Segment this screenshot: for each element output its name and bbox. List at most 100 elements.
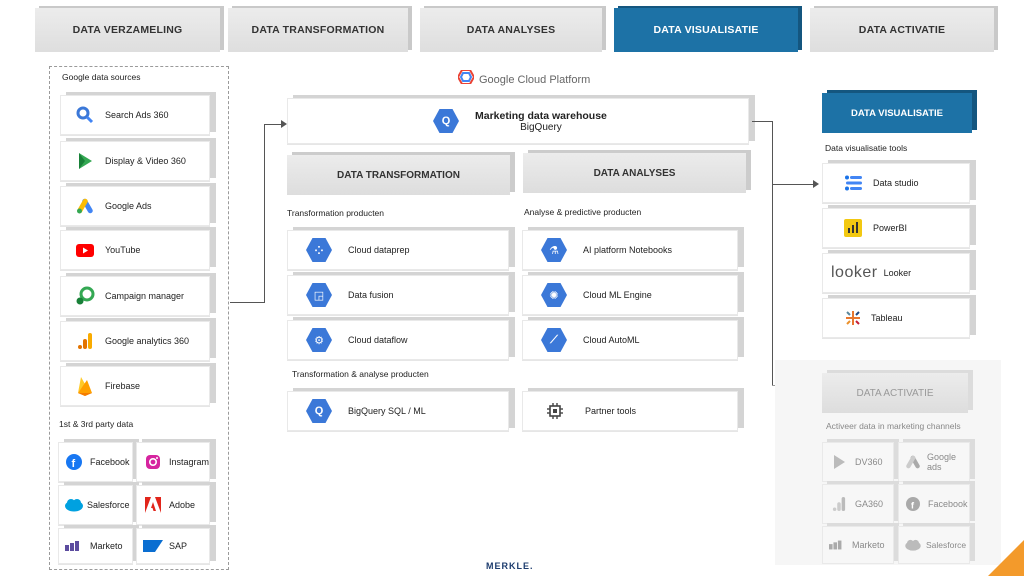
- connector-to-visualisatie: [772, 184, 814, 185]
- source-adobe[interactable]: Adobe: [136, 485, 210, 525]
- tool-bigquery-sql-ml[interactable]: Q BigQuery SQL / ML: [287, 391, 509, 431]
- tool-data-fusion[interactable]: ◲ Data fusion: [287, 275, 509, 315]
- sap-icon: [143, 536, 163, 556]
- facebook-icon: f: [64, 452, 84, 472]
- svg-text:f: f: [72, 458, 76, 470]
- channel-marketo[interactable]: Marketo: [822, 526, 894, 564]
- source-label: SAP: [169, 541, 188, 551]
- channel-salesforce[interactable]: Salesforce: [898, 526, 970, 564]
- channel-label: Google ads: [927, 452, 957, 472]
- source-marketo[interactable]: Marketo: [58, 528, 133, 564]
- warehouse-card[interactable]: Q Marketing data warehouse BigQuery: [287, 98, 749, 144]
- source-label: Campaign manager: [105, 291, 185, 301]
- source-youtube[interactable]: YouTube: [60, 230, 210, 270]
- tool-powerbi[interactable]: PowerBI: [822, 208, 970, 248]
- automl-icon: ⟋: [541, 328, 567, 352]
- source-label: Marketo: [90, 541, 123, 551]
- channel-label: DV360: [855, 457, 883, 467]
- source-sap[interactable]: SAP: [136, 528, 210, 564]
- warehouse-subtitle: BigQuery: [520, 121, 562, 133]
- google-sources-label: Google data sources: [62, 72, 141, 82]
- tab-data-analyses[interactable]: DATA ANALYSES: [420, 8, 602, 52]
- tab-data-visualisatie[interactable]: DATA VISUALISATIE: [614, 8, 798, 52]
- connector-sources-warehouse-vertical: [264, 124, 265, 303]
- analytics-icon: [829, 494, 849, 514]
- transformation-header: DATA TRANSFORMATION: [287, 155, 510, 195]
- tool-label: Cloud AutoML: [583, 335, 640, 345]
- tool-ai-platform-notebooks[interactable]: ⚗ AI platform Notebooks: [522, 230, 738, 270]
- looker-logo: looker: [831, 264, 878, 281]
- arrow-to-warehouse: [281, 120, 287, 128]
- svg-text:f: f: [911, 500, 915, 511]
- channel-label: Salesforce: [926, 540, 967, 550]
- source-label: Adobe: [169, 500, 196, 510]
- youtube-icon: [75, 240, 95, 260]
- source-google-ads[interactable]: Google Ads: [60, 186, 210, 226]
- tool-label: PowerBI: [873, 223, 908, 233]
- tool-data-studio[interactable]: Data studio: [822, 163, 970, 203]
- tab-data-verzameling[interactable]: DATA VERZAMELING: [35, 8, 220, 52]
- source-search-ads-360[interactable]: Search Ads 360: [60, 95, 210, 135]
- tool-looker[interactable]: looker Looker: [822, 253, 970, 293]
- tool-tableau[interactable]: Tableau: [822, 298, 970, 338]
- channel-facebook[interactable]: f Facebook: [898, 484, 970, 524]
- tool-label: Partner tools: [585, 406, 637, 416]
- tab-data-transformation[interactable]: DATA TRANSFORMATION: [228, 8, 408, 52]
- source-label: Search Ads 360: [105, 110, 169, 120]
- gcp-logo-text: Google Cloud Platform: [479, 73, 591, 86]
- instagram-icon: [143, 452, 163, 472]
- activatie-label: Activeer data in marketing channels: [826, 421, 961, 431]
- visualisatie-label: Data visualisatie tools: [825, 143, 908, 153]
- source-display-video-360[interactable]: Display & Video 360: [60, 141, 210, 181]
- ml-engine-icon: ✺: [541, 283, 567, 307]
- channel-ga360[interactable]: GA360: [822, 484, 894, 524]
- source-google-analytics-360[interactable]: Google analytics 360: [60, 321, 210, 361]
- tab-data-activatie[interactable]: DATA ACTIVATIE: [810, 8, 994, 52]
- search-icon: [75, 105, 95, 125]
- tool-partner-tools[interactable]: Partner tools: [522, 391, 738, 431]
- tool-label: Data fusion: [348, 290, 394, 300]
- transformation-label: Transformation producten: [287, 208, 385, 218]
- tool-cloud-ml-engine[interactable]: ✺ Cloud ML Engine: [522, 275, 738, 315]
- notebook-icon: ⚗: [541, 238, 567, 262]
- tool-cloud-dataprep[interactable]: ⁘ Cloud dataprep: [287, 230, 509, 270]
- google-ads-icon: [75, 196, 95, 216]
- channel-google-ads[interactable]: Google ads: [898, 442, 970, 482]
- bigquery-icon: Q: [306, 399, 332, 423]
- analyses-header: DATA ANALYSES: [523, 153, 746, 193]
- data-sources-panel: [49, 66, 229, 570]
- dataflow-icon: ⚙: [306, 328, 332, 352]
- source-instagram[interactable]: Instagram: [136, 442, 210, 482]
- connector-sources-warehouse: [230, 302, 264, 303]
- arrow-to-visualisatie: [813, 180, 819, 188]
- source-label: Google analytics 360: [105, 336, 190, 346]
- source-campaign-manager[interactable]: Campaign manager: [60, 276, 210, 316]
- analyses-label: Analyse & predictive producten: [524, 207, 642, 217]
- analytics-icon: [75, 331, 95, 351]
- channel-label: Facebook: [928, 499, 968, 509]
- connector-right-vertical: [772, 121, 773, 385]
- source-salesforce[interactable]: Salesforce: [58, 485, 133, 525]
- tool-label: Tableau: [871, 313, 903, 323]
- third-party-label: 1st & 3rd party data: [59, 419, 134, 429]
- chip-icon: [545, 401, 565, 421]
- source-firebase[interactable]: Firebase: [60, 366, 210, 406]
- tool-cloud-dataflow[interactable]: ⚙ Cloud dataflow: [287, 320, 509, 360]
- powerbi-icon: [843, 218, 863, 238]
- data-studio-icon: [843, 173, 863, 193]
- tool-label: AI platform Notebooks: [583, 245, 673, 255]
- tool-cloud-automl[interactable]: ⟋ Cloud AutoML: [522, 320, 738, 360]
- facebook-icon: f: [903, 494, 923, 514]
- tool-label: BigQuery SQL / ML: [348, 406, 426, 416]
- tool-label: Cloud ML Engine: [583, 290, 652, 300]
- merkle-logo: MERKLE.: [486, 561, 534, 571]
- dataprep-icon: ⁘: [306, 238, 332, 262]
- warehouse-text: Marketing data warehouse BigQuery: [475, 110, 607, 133]
- salesforce-icon: [64, 495, 84, 515]
- tool-label: Cloud dataflow: [348, 335, 408, 345]
- channel-dv360[interactable]: DV360: [822, 442, 894, 482]
- source-label: Salesforce: [87, 500, 130, 510]
- source-label: Instagram: [169, 457, 210, 467]
- connector-sources-warehouse-top: [264, 124, 282, 125]
- source-facebook[interactable]: f Facebook: [58, 442, 133, 482]
